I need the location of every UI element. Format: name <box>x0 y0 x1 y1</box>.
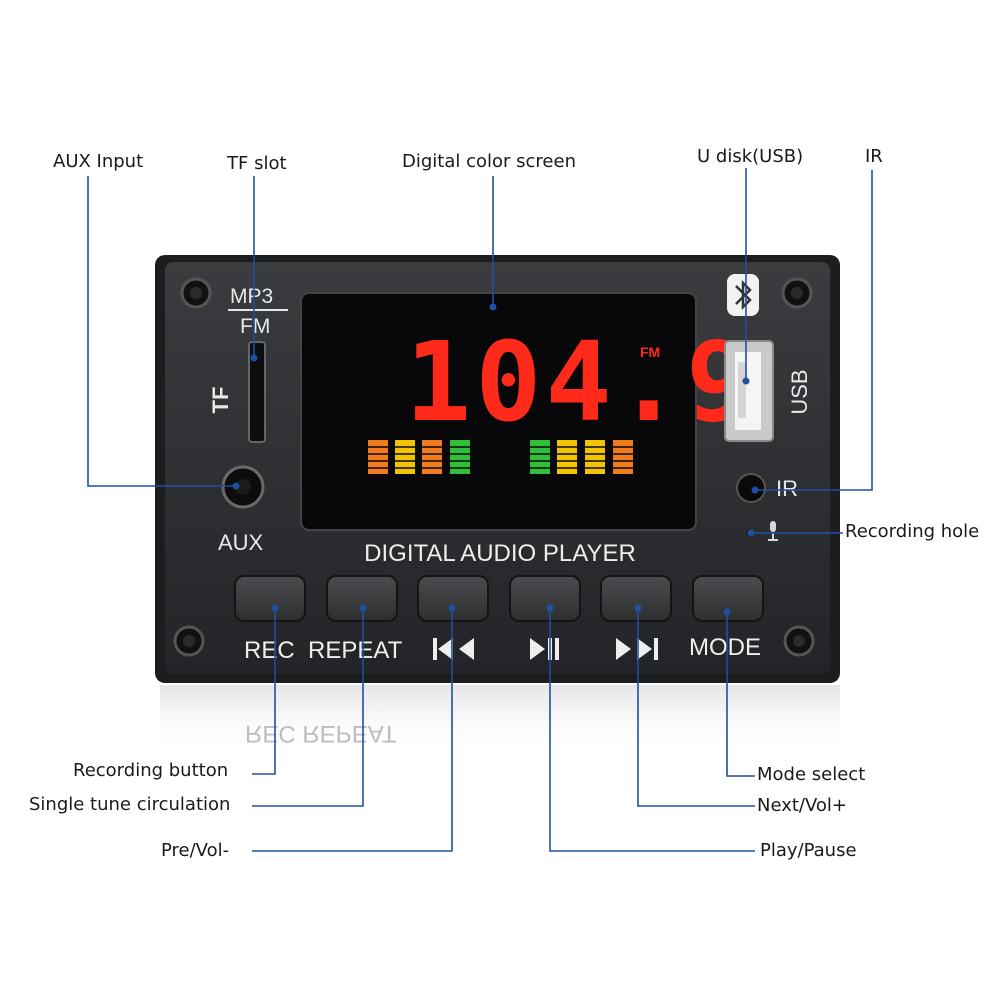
callout-tf-slot: TF slot <box>227 153 287 174</box>
mount-holes <box>173 277 815 657</box>
fm-label: FM <box>240 315 270 338</box>
next-button[interactable] <box>600 575 672 622</box>
control-buttons <box>234 575 764 622</box>
tf-card-slot[interactable] <box>248 341 266 443</box>
callout-aux-input: AUX Input <box>53 151 144 172</box>
ir-receiver <box>736 473 766 503</box>
callout-play-pause: Play/Pause <box>760 840 857 861</box>
leader-lines <box>87 168 873 852</box>
repeat-button[interactable] <box>326 575 398 622</box>
ir-label: IR <box>776 476 798 501</box>
callout-next-vol: Next/Vol+ <box>757 795 848 816</box>
level-meter-left <box>368 440 470 474</box>
next-icon <box>616 638 658 660</box>
previous-icon <box>433 638 474 660</box>
repeat-label: REPEAT <box>308 637 403 664</box>
reflection-text: REC REPEAT <box>245 720 397 747</box>
callout-digital-screen: Digital color screen <box>402 151 576 172</box>
callout-recording-hole: Recording hole <box>845 521 980 542</box>
rec-button[interactable] <box>234 575 306 622</box>
band-indicator: FM <box>640 344 660 360</box>
play-pause-button[interactable] <box>509 575 581 622</box>
callout-mode-select: Mode select <box>757 764 866 785</box>
rec-label: REC <box>244 637 295 664</box>
callout-u-disk: U disk(USB) <box>697 146 804 167</box>
callout-recording-button: Recording button <box>73 760 229 781</box>
usb-label: USB <box>787 369 812 414</box>
meter-segment-lines <box>366 446 636 469</box>
mode-button[interactable] <box>692 575 764 622</box>
aux-label: AUX <box>218 530 264 555</box>
callout-pre-vol: Pre/Vol- <box>161 840 230 861</box>
panel-title: DIGITAL AUDIO PLAYER <box>364 540 636 567</box>
tf-label: TF <box>208 387 233 414</box>
previous-button[interactable] <box>417 575 489 622</box>
callout-ir: IR <box>865 146 883 167</box>
mp3-label: MP3 <box>230 285 273 308</box>
frequency-readout: 104.9 <box>405 318 756 446</box>
leader-dots <box>232 303 759 616</box>
microphone-icon <box>768 521 778 541</box>
callout-single-tune: Single tune circulation <box>29 794 231 815</box>
mode-label: MODE <box>689 634 761 661</box>
level-meter-right <box>530 440 633 474</box>
